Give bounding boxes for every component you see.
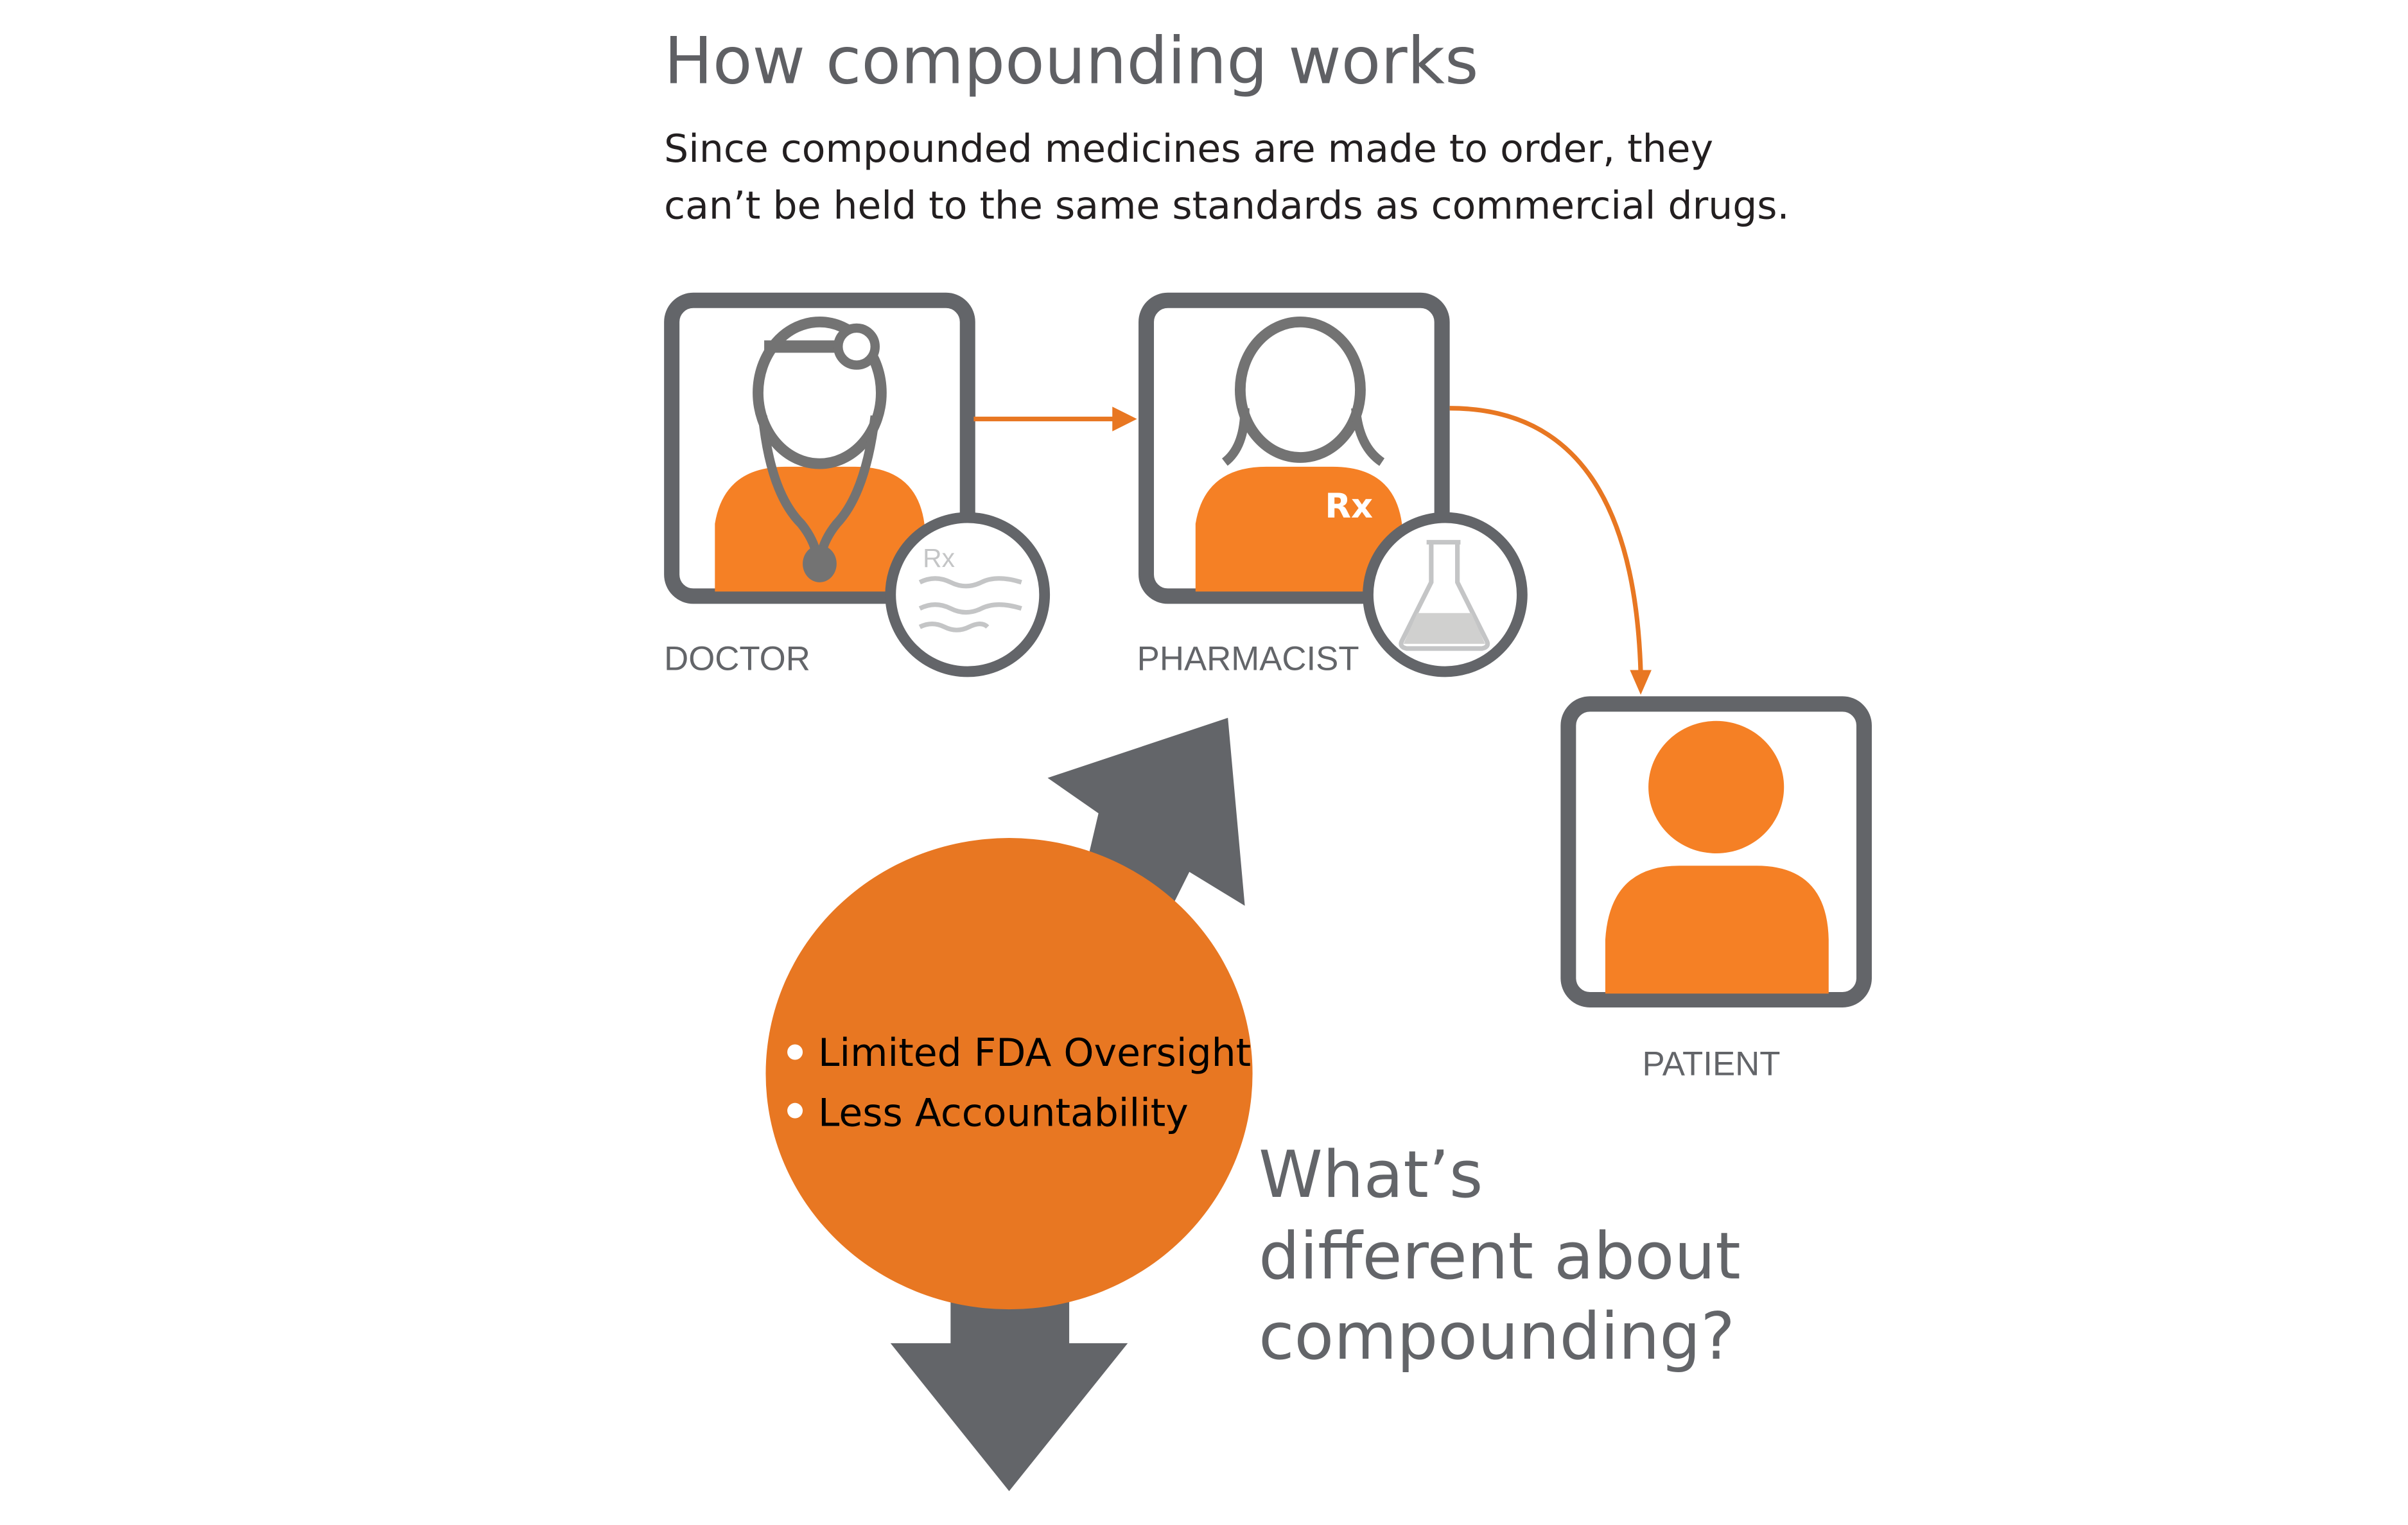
differences-circle [765,838,1253,1310]
patient-head-icon [1648,720,1784,854]
question-line-2: different about [1259,1218,1741,1294]
page-title: How compounding works [664,23,1478,99]
doctor-body-icon [715,466,925,592]
question-line-3: compounding? [1259,1298,1735,1374]
arrow-pharmacist-to-patient [1449,406,1652,695]
pharmacist-label: PHARMACIST [1137,640,1359,678]
doctor-label: DOCTOR [664,640,810,678]
prescription-icon [885,512,1051,677]
stethoscope-icon [758,415,880,556]
patient-label: PATIENT [1643,1045,1781,1083]
rx-text: Rx [923,543,955,573]
subtitle-line-1: Since compounded medicines are made to o… [664,126,1713,171]
rx-symbol: Rx [1325,487,1373,526]
pharmacist-card: Rx PHARMACIST [1137,292,1528,678]
difference-item: Limited FDA Oversight [818,1031,1251,1076]
patient-body-icon [1605,866,1829,994]
head-mirror-icon [833,323,880,370]
pharmacist-body-icon [1195,466,1402,592]
arrow-doctor-to-pharmacist [973,406,1137,431]
bullet-icon [787,1102,803,1119]
bullet-icon [787,1044,803,1060]
pharmacist-head-icon [1234,316,1366,463]
subtitle-line-2: can’t be held to the same standards as c… [664,184,1789,229]
patient-card: PATIENT [1560,696,1872,1083]
arrow-down-icon [890,1294,1128,1492]
doctor-head-icon [753,316,887,469]
question-line-1: What’s [1259,1137,1483,1212]
difference-item: Less Accountability [818,1091,1189,1136]
doctor-card: Rx DOCTOR [664,292,1051,678]
